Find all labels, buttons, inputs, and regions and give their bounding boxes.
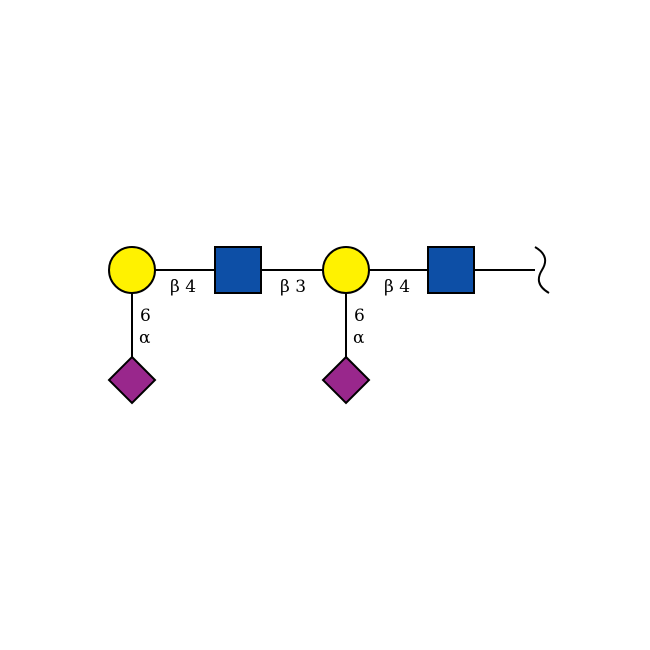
neu5ac-residue-1	[107, 355, 157, 405]
linkage-anomer-neu5ac1: α	[139, 328, 151, 348]
linkage-label-glcnac1-gal2: β 3	[280, 277, 306, 297]
galactose-residue-2	[322, 246, 370, 294]
glcnac-residue-1	[214, 246, 262, 294]
glcnac-residue-2	[427, 246, 475, 294]
linkage-label-gal1-glcnac1: β 4	[170, 277, 196, 297]
linkage-position-neu5ac1: 6	[140, 306, 151, 326]
galactose-residue-1	[108, 246, 156, 294]
neu5ac-residue-2	[321, 355, 371, 405]
linkage-position-neu5ac2: 6	[354, 306, 365, 326]
linkage-label-gal2-glcnac2: β 4	[384, 277, 410, 297]
reducing-end-bracket	[534, 246, 550, 294]
linkage-anomer-neu5ac2: α	[353, 328, 365, 348]
